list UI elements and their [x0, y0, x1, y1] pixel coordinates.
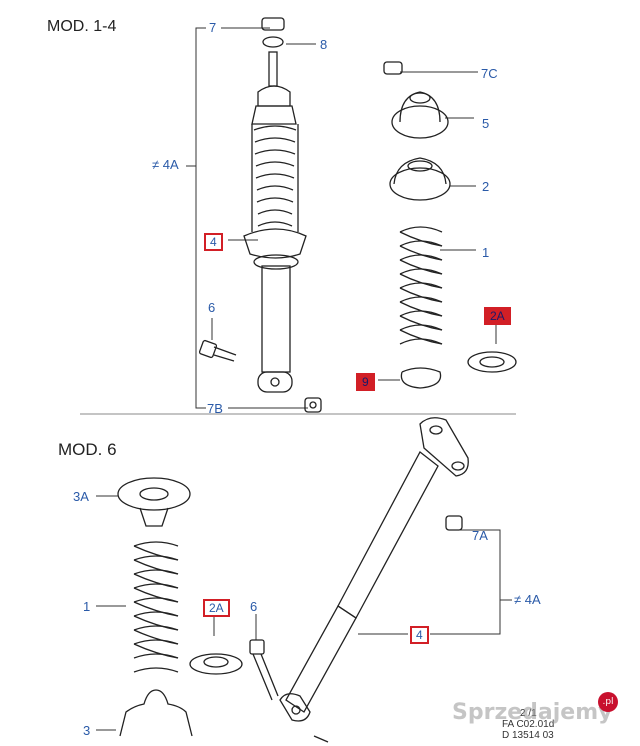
- callout-4a-top-text: 4A: [162, 157, 179, 172]
- bolt-bottom: [249, 639, 279, 701]
- reference-line-1: 2 /1: [520, 708, 537, 719]
- callout-4-highlight-bottom: 4: [410, 626, 429, 644]
- callout-5: 5: [482, 116, 490, 131]
- callout-8: 8: [320, 37, 328, 52]
- mount-parts-bottom: [117, 477, 243, 737]
- callout-3: 3: [83, 723, 91, 738]
- callout-4a-top: ≠ 4A: [152, 157, 179, 172]
- bolt-top: [198, 339, 237, 362]
- model-heading-6: MOD. 6: [58, 440, 117, 459]
- leader-lines-top: [186, 27, 497, 409]
- callout-6-bottom: 6: [250, 599, 258, 614]
- mount-parts-top: [383, 61, 517, 389]
- shock-absorber-top: [243, 17, 307, 393]
- callout-2a-highlight-bottom: 2A: [203, 599, 230, 617]
- callout-2a-highlight-top: 2A: [484, 307, 511, 325]
- callout-7b: 7B: [207, 401, 223, 416]
- callout-4a-bottom-text: 4A: [524, 592, 541, 607]
- callout-6-top: 6: [208, 300, 216, 315]
- drawing-reference: 2 /1 FA C02.01d D 13514 03: [502, 708, 554, 741]
- not-equal-symbol-bottom: ≠: [514, 592, 525, 607]
- callout-4a-bottom: ≠ 4A: [514, 592, 541, 607]
- callout-4-highlight-top: 4: [204, 233, 223, 251]
- leader-lines-bottom: [96, 495, 512, 731]
- not-equal-symbol: ≠: [152, 157, 163, 172]
- callout-1-top: 1: [482, 245, 490, 260]
- callout-7a: 7A: [472, 528, 488, 543]
- callout-2: 2: [482, 179, 490, 194]
- callout-9-highlight: 9: [356, 373, 375, 391]
- nut-7b: [304, 397, 322, 413]
- callout-7c: 7C: [481, 66, 498, 81]
- callout-3a: 3A: [73, 489, 89, 504]
- watermark-logo: .pl: [598, 692, 618, 712]
- reference-line-2: FA C02.01d: [502, 719, 555, 730]
- callout-1-bottom: 1: [83, 599, 91, 614]
- callout-7: 7: [209, 20, 217, 35]
- reference-line-3: D 13514 03: [502, 730, 554, 741]
- shock-absorber-bottom: [279, 417, 469, 743]
- model-heading-1-4: MOD. 1-4: [47, 18, 117, 35]
- watermark-text: Sprzedajemy: [452, 700, 613, 725]
